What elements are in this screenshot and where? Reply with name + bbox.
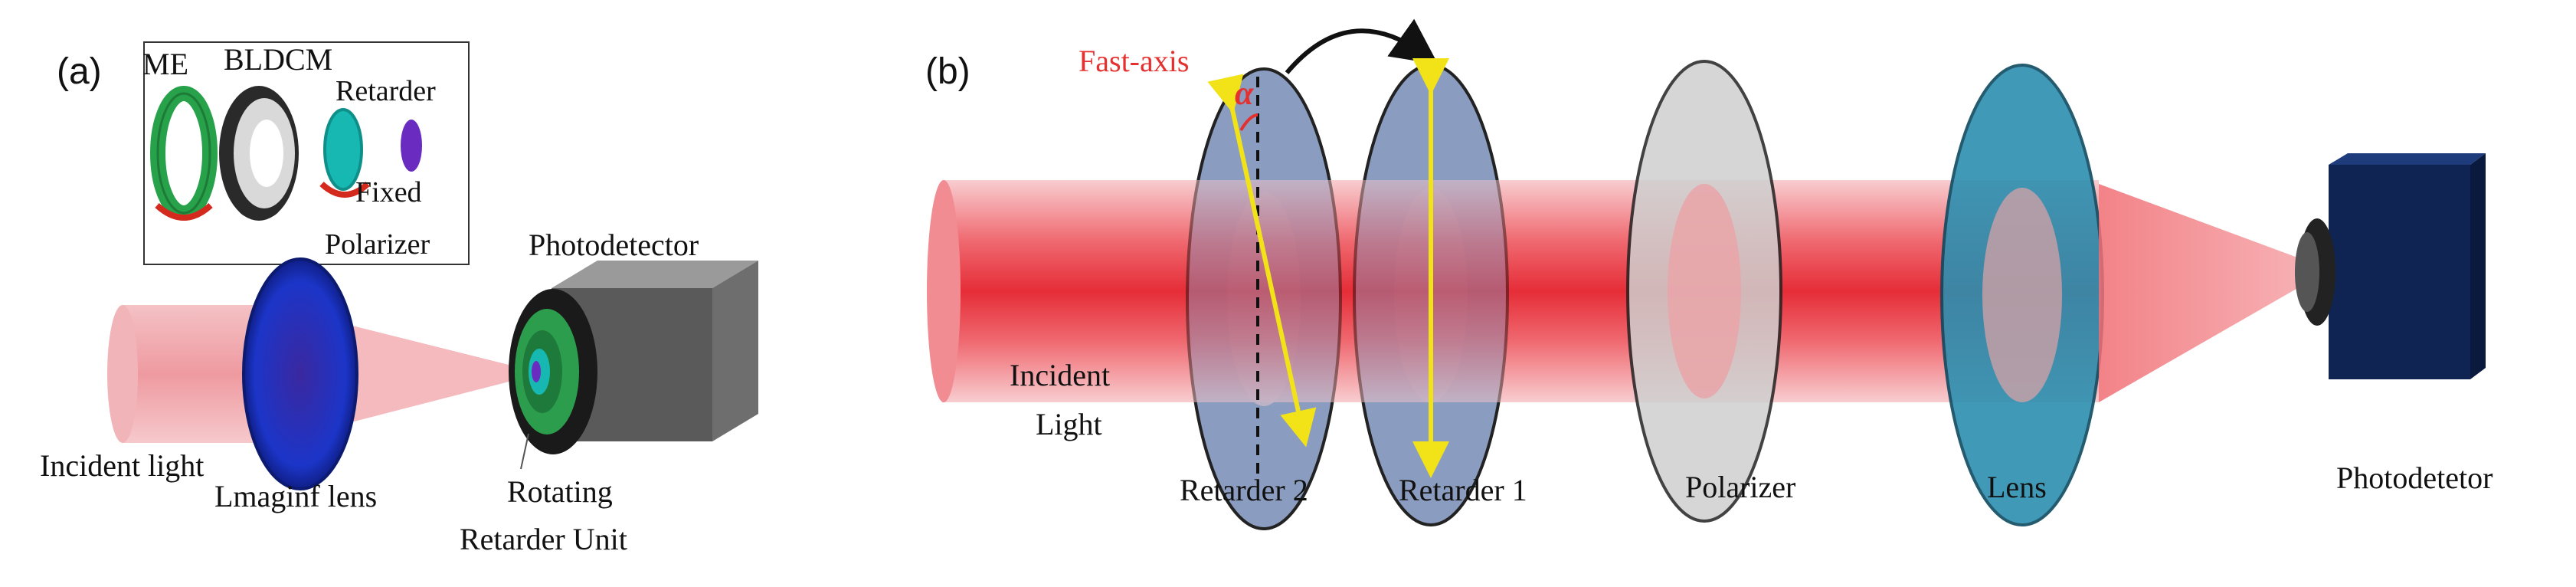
label-lens-a: Lmaginf lens bbox=[214, 479, 378, 513]
panel-b bbox=[927, 18, 2486, 530]
me-rotation-arrow-icon bbox=[155, 202, 213, 221]
label-incident-b-line2: Light bbox=[1036, 407, 1102, 441]
panel-b-tag: (b) bbox=[925, 51, 971, 92]
polarizer-disc bbox=[1626, 60, 1782, 523]
imaging-lens-a bbox=[242, 257, 358, 490]
photodetector-b-icon bbox=[2295, 153, 2486, 379]
inset-label-retarder: Retarder bbox=[336, 75, 436, 107]
label-photodetector-a: Photodetector bbox=[529, 228, 699, 262]
inset-label-fixed: Fixed bbox=[355, 176, 422, 208]
inset-label-bldcm: BLDCM bbox=[224, 42, 333, 77]
panel-a bbox=[107, 41, 758, 490]
fixed-polarizer-icon bbox=[401, 120, 422, 172]
label-retarder-unit: Retarder Unit bbox=[460, 522, 627, 556]
rotating-unit-leader bbox=[520, 433, 529, 470]
lens-disc bbox=[1940, 64, 2104, 526]
photodetector-a-icon bbox=[509, 261, 758, 454]
rotation-arrow-icon bbox=[1285, 18, 1439, 74]
label-fast-axis: Fast-axis bbox=[1079, 44, 1190, 78]
retarder-2-fast-axis bbox=[1207, 74, 1317, 448]
label-incident-light-a: Incident light bbox=[40, 448, 205, 483]
retarder-rotation-arrow-icon bbox=[319, 181, 370, 198]
label-retarder-2: Retarder 2 bbox=[1180, 473, 1308, 507]
incident-beam-b bbox=[942, 180, 2099, 402]
label-polarizer-b: Polarizer bbox=[1685, 470, 1796, 504]
incident-beam-a bbox=[123, 305, 268, 443]
alpha-angle-arc bbox=[1239, 113, 1259, 132]
label-alpha: α bbox=[1235, 74, 1254, 112]
bldcm-motor-icon bbox=[219, 86, 299, 221]
label-photodetector-b: Photodetetor bbox=[2336, 461, 2493, 495]
panel-a-tag: (a) bbox=[57, 51, 102, 92]
inset-label-me: ME bbox=[142, 47, 188, 81]
me-ring-icon bbox=[150, 86, 218, 221]
inset-label-polarizer: Polarizer bbox=[325, 228, 430, 261]
label-retarder-1: Retarder 1 bbox=[1399, 473, 1527, 507]
focusing-cone-b bbox=[2099, 184, 2306, 402]
label-lens-b: Lens bbox=[1987, 470, 2047, 504]
label-rotating: Rotating bbox=[507, 474, 613, 509]
inset-retarder-icon bbox=[323, 108, 363, 191]
focusing-cone-a bbox=[306, 314, 521, 434]
label-incident-b-line1: Incident bbox=[1010, 358, 1111, 392]
